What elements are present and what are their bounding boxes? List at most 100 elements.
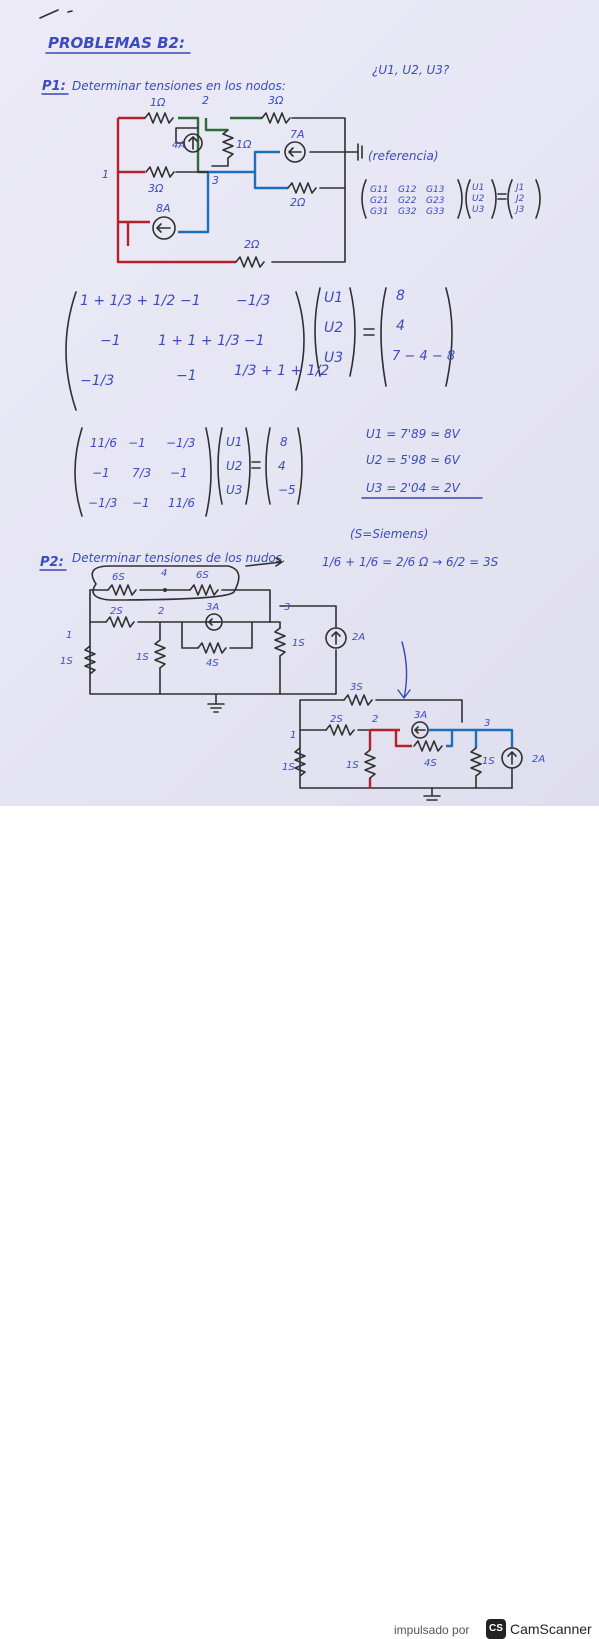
- matrix-a-u2: U2: [324, 320, 343, 336]
- label-1s-right: 1S: [482, 756, 495, 767]
- matrix-a-cell-31: −1/3: [80, 373, 114, 389]
- label-7a: 7A: [290, 128, 305, 141]
- bracket: [349, 287, 356, 377]
- label-r-2-3: 1Ω: [236, 138, 252, 151]
- matrix-a-cell-33: 1/3 + 1 + 1/2: [234, 363, 329, 379]
- matrix-b-cell-32: −1: [132, 496, 150, 510]
- vector-u3: U3: [472, 205, 485, 215]
- label-node-4: 4: [161, 568, 167, 579]
- arrow-up-icon: [188, 136, 198, 150]
- wire-inner-4s: [181, 621, 253, 649]
- matrix-b-u1: U1: [226, 435, 242, 449]
- label-1s-mid: 1S: [136, 652, 149, 663]
- matrix-b-cell-23: −1: [170, 466, 188, 480]
- matrix-b-cell-13: −1/3: [166, 436, 195, 450]
- matrix-a-cell-32: −1: [176, 368, 197, 384]
- matrix-g12: G12: [398, 185, 417, 195]
- matrix-a-u1: U1: [324, 290, 343, 306]
- vector-u2: U2: [472, 194, 485, 204]
- label-node-2: 2: [202, 94, 209, 107]
- bracket: [297, 427, 303, 505]
- resistor-1ohm-top: [144, 112, 174, 124]
- wire-r3: [269, 621, 281, 695]
- matrix-a-cell-23: −1: [244, 333, 265, 349]
- vector-j2: J2: [514, 194, 525, 204]
- matrix-g11: G11: [370, 185, 388, 195]
- label-node-3: 3: [284, 602, 290, 613]
- label-r-1-3: 3Ω: [148, 182, 164, 195]
- matrix-b-cell-31: −1/3: [88, 496, 117, 510]
- source-8a-icon: [152, 216, 176, 240]
- resistor-1ohm-vertical: [222, 129, 234, 159]
- arrow-down-icon: [397, 641, 411, 699]
- source-2a-icon: [325, 627, 347, 649]
- matrix-a-cell-21: −1: [100, 333, 121, 349]
- equals-sign: [363, 328, 375, 336]
- p1-unknowns: ¿U1, U2, U3?: [372, 63, 450, 77]
- resistor-2s: [105, 616, 135, 628]
- equals-sign: [497, 193, 507, 200]
- bracket: [265, 427, 271, 505]
- resistor-6s-left: [107, 584, 137, 596]
- bracket: [245, 427, 251, 505]
- resistor-2ohm-bottom: [235, 256, 265, 268]
- vector-j1: J1: [514, 183, 524, 193]
- bracket: [295, 291, 305, 391]
- matrix-b-cell-11: 11/6: [90, 436, 117, 450]
- matrix-a-u3: U3: [324, 350, 343, 366]
- label-node-2: 2: [158, 606, 164, 617]
- label-1s-left: 1S: [282, 762, 295, 773]
- powered-by-text: impulsado por: [394, 1623, 470, 1637]
- resistor-1s-mid: [154, 639, 166, 669]
- source-3a-icon: [205, 613, 223, 631]
- scan-mark-dot: [67, 10, 73, 13]
- result-u1: U1 = 7'89 ≃ 8V: [366, 427, 461, 441]
- label-node-3: 3: [212, 174, 219, 187]
- label-node-1: 1: [66, 630, 72, 641]
- wire-left-bottom: [299, 709, 513, 789]
- label-r-2-right: 3Ω: [268, 94, 284, 107]
- bracket: [65, 291, 77, 411]
- label-r-3-right: 2Ω: [290, 196, 306, 209]
- matrix-a-cell-12: −1: [180, 293, 201, 309]
- label-r-1-2: 1Ω: [150, 96, 166, 109]
- label-3a: 3A: [414, 710, 427, 721]
- source-7a-icon: [284, 141, 306, 163]
- result-u2: U2 = 5'98 ≃ 6V: [366, 453, 461, 467]
- resistor-4s: [197, 642, 227, 654]
- wire-r23-down: [211, 157, 229, 167]
- matrix-b-rhs-3: −5: [278, 483, 296, 497]
- wire-green-node2: [204, 118, 228, 132]
- arrow-left-icon: [208, 618, 220, 626]
- bracket: [205, 427, 212, 517]
- bracket: [465, 179, 471, 219]
- label-3s: 3S: [350, 682, 363, 693]
- label-4s: 4S: [424, 758, 437, 769]
- label-1s-right: 1S: [292, 638, 305, 649]
- arrow-up-icon: [331, 631, 341, 645]
- wire-red-inner: [394, 730, 412, 748]
- camscanner-logo-icon: CS: [486, 1619, 506, 1639]
- matrix-b-u3: U3: [226, 483, 242, 497]
- ground-icon: [207, 693, 225, 713]
- arrow-right-icon: [245, 557, 283, 567]
- p1-label: P1:: [42, 79, 66, 94]
- resistor-3ohm-top: [261, 112, 291, 124]
- bracket: [457, 179, 463, 219]
- label-4s: 4S: [206, 658, 219, 669]
- label-2s: 2S: [110, 606, 123, 617]
- label-node-1: 1: [290, 730, 296, 741]
- matrix-g22: G22: [398, 196, 417, 206]
- matrix-a-rhs-2: 4: [396, 318, 405, 334]
- label-2a: 2A: [352, 632, 365, 643]
- bracket: [314, 287, 321, 377]
- matrix-a-brackets: [65, 287, 453, 411]
- wire-blue-8a: [178, 172, 210, 234]
- resistor-1s-right: [470, 747, 482, 777]
- label-node-1: 1: [102, 168, 109, 181]
- label-reference: (referencia): [368, 149, 439, 163]
- wire-4a-left: [175, 127, 199, 144]
- matrix-g33: G33: [426, 207, 445, 217]
- bracket: [445, 287, 453, 387]
- label-3a: 3A: [206, 602, 219, 613]
